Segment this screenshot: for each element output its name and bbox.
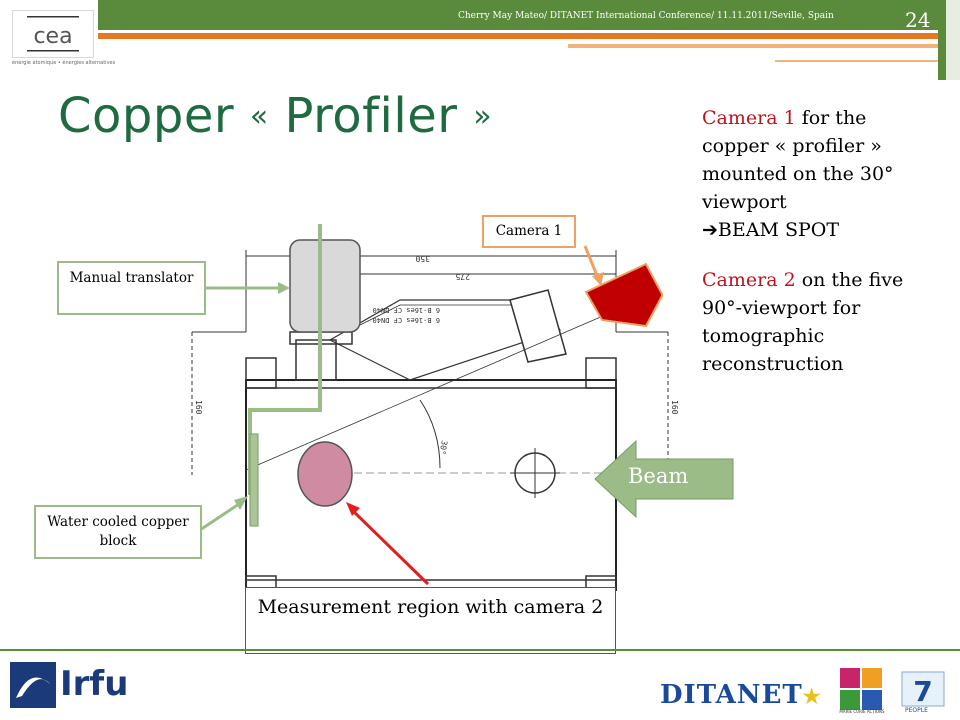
right-edge-bar — [938, 0, 946, 80]
header-accent-bar — [98, 33, 938, 39]
note-camera2: Camera 2 on the five 90°-viewport for to… — [702, 266, 927, 378]
note-camera1-text: for the copper « profiler » mounted on t… — [702, 107, 894, 213]
header-bar — [98, 0, 938, 30]
water-cooled-callout: Water cooled copper block — [34, 505, 202, 559]
manual-translator-callout: Manual translator — [57, 261, 206, 315]
measurement-region-ellipse — [297, 441, 353, 507]
irfu-logo-text: Irfu — [60, 664, 129, 704]
notes-panel: Camera 1 for the copper « profiler » mou… — [702, 104, 927, 378]
fp7-people-logo: 7 — [901, 671, 945, 708]
footer-line — [0, 649, 960, 651]
arrow-right-icon: ➔ — [702, 219, 718, 241]
marie-curie-logo: MARIE CURIE ACTIONS — [839, 668, 885, 714]
ditanet-logo-text: DITANET — [660, 680, 803, 710]
note-camera1-label: Camera 1 — [702, 107, 796, 129]
camera1-shape — [584, 262, 663, 328]
ditanet-star-icon: ★ — [802, 684, 822, 708]
page-title: Copper « Profiler » — [58, 88, 492, 144]
title-main: Copper — [58, 88, 235, 144]
cea-logo-subtext: énergie atomique • énergies alternatives — [12, 60, 116, 66]
ditanet-logo: DITANET★ — [660, 680, 822, 710]
angle-label: 30° — [438, 440, 449, 456]
header-accent-bar-2 — [568, 44, 938, 48]
irfu-logo — [10, 662, 56, 708]
note-camera1: Camera 1 for the copper « profiler » mou… — [702, 104, 927, 216]
title-open-quote: « — [249, 99, 269, 134]
svg-text:cea: cea — [33, 24, 72, 49]
dim-160-right: 160 — [670, 400, 679, 415]
beam-arrow-shape — [594, 439, 734, 519]
cea-logo-graphic: cea — [27, 16, 79, 52]
people-label: PEOPLE — [905, 707, 928, 714]
svg-text:7: 7 — [913, 675, 932, 708]
dim-160-left: 160 — [194, 400, 203, 415]
camera1-callout: Camera 1 — [482, 215, 576, 248]
title-close-quote: » — [473, 99, 493, 134]
header-accent-line — [775, 60, 938, 62]
dim-350: 350 — [415, 254, 430, 263]
flange-note-2: 6 B-16es CF DN40 — [373, 306, 440, 314]
note-camera2-text: on the five 90°-viewport for tomographic… — [702, 269, 904, 375]
measurement-callout: Measurement region with camera 2 — [245, 587, 616, 654]
header-citation: Cherry May Mateo/ DITANET International … — [458, 11, 834, 21]
cea-logo: cea — [12, 10, 94, 58]
right-edge-light — [946, 0, 960, 80]
note-camera2-label: Camera 2 — [702, 269, 796, 291]
svg-text:MARIE CURIE ACTIONS: MARIE CURIE ACTIONS — [839, 709, 885, 714]
note-beam-spot-text: BEAM SPOT — [717, 219, 840, 241]
manual-translator-shape — [289, 239, 361, 333]
beam-label: Beam — [628, 464, 689, 488]
dim-275: 275 — [455, 272, 470, 281]
title-word: Profiler — [284, 88, 458, 144]
copper-block-shape — [249, 433, 259, 527]
note-beam-spot: ➔BEAM SPOT — [702, 216, 927, 244]
flange-note-1: 6 B-16es CF DN40 — [373, 316, 440, 324]
page-number: 24 — [905, 8, 931, 32]
